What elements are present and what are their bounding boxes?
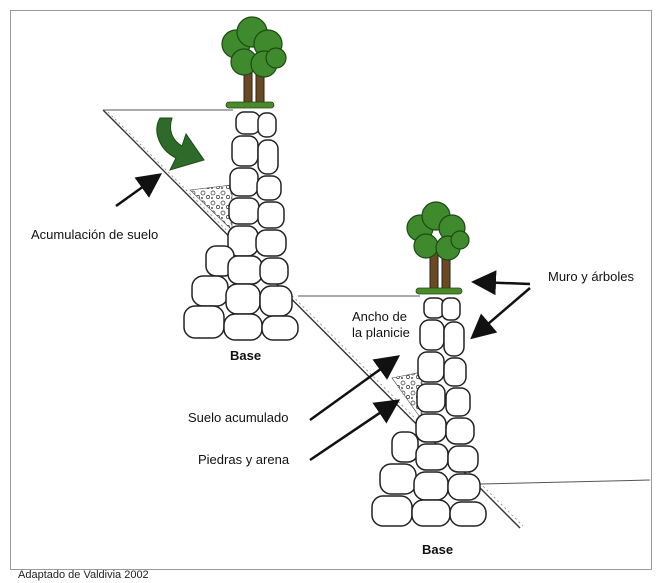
label-soil-accumulation: Acumulación de suelo <box>31 227 158 242</box>
label-base-upper: Base <box>230 348 261 363</box>
ground-below <box>480 480 650 484</box>
lower-trees <box>407 202 469 294</box>
arrow-wall-trees-top <box>476 282 530 284</box>
upper-stone-wall <box>184 112 298 340</box>
label-stones-and-sand: Piedras y arena <box>198 452 289 467</box>
upper-trees <box>222 17 286 108</box>
arrow-wall-trees-bottom <box>474 288 530 336</box>
label-base-lower: Base <box>422 542 453 557</box>
label-plain-width: Ancho de la planicie <box>352 309 410 341</box>
upper-gravel-fill <box>190 185 232 230</box>
arrow-soil-accumulation <box>116 176 158 206</box>
source-credit: Adaptado de Valdivia 2002 <box>18 569 149 581</box>
soil-flow-arrow <box>157 118 204 170</box>
label-wall-and-trees: Muro y árboles <box>548 269 634 284</box>
label-accumulated-soil: Suelo acumulado <box>188 410 288 425</box>
